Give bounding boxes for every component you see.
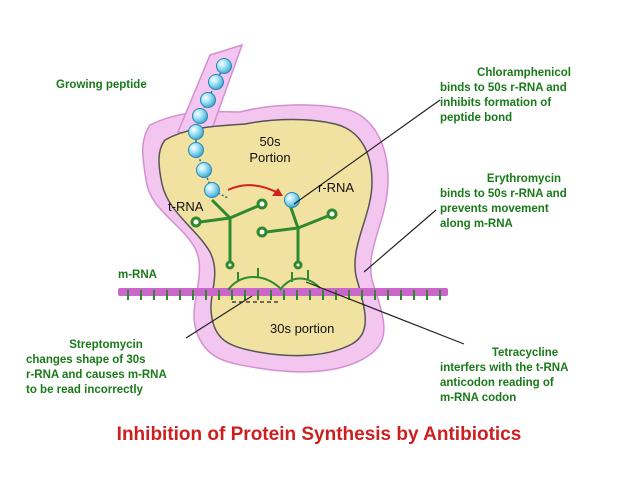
note-line: along m-RNA (440, 218, 513, 230)
note-line: Streptomycin (69, 339, 143, 351)
peptide-chain (188, 58, 300, 208)
ribosome-inner-shape (158, 118, 373, 357)
amino-acid-bead (188, 124, 204, 140)
note-line: anticodon reading of (440, 377, 554, 389)
note-line: Tetracycline (491, 347, 559, 359)
pointer-streptomycin (185, 295, 253, 339)
label-50s-portion: 50s Portion (240, 134, 300, 166)
trna-right (256, 204, 338, 270)
label-trna: t-RNA (168, 199, 204, 214)
label-30s-portion: 30s portion (270, 321, 335, 336)
note-line: inhibits formation of (440, 97, 552, 109)
note-line: prevents movement (440, 203, 549, 215)
label-mrna: m-RNA (118, 269, 157, 281)
amino-acid-bead (204, 182, 220, 198)
amino-acid-bead (208, 74, 224, 90)
label-50s-line1: 50s (259, 134, 281, 149)
note-tetracycline: Tetracycline interfers with the t-RNA an… (440, 346, 610, 406)
label-50s-line2: Portion (249, 150, 291, 165)
amino-acid-bead (200, 92, 216, 108)
amino-acid-bead (216, 58, 232, 74)
note-line: to be read incorrectly (26, 384, 143, 396)
note-line: Erythromycin (486, 173, 562, 185)
amino-acid-bead (192, 108, 208, 124)
note-line: binds to 50s r-RNA and (440, 82, 567, 94)
note-line: r-RNA and causes m-RNA (26, 369, 167, 381)
label-rrna: r-RNA (318, 180, 355, 195)
label-growing-peptide: Growing peptide (56, 79, 147, 91)
pointer-tetracycline (305, 281, 465, 345)
mrna-codon-arcs (227, 275, 321, 291)
note-line: peptide bond (440, 112, 513, 124)
note-line: binds to 50s r-RNA and (440, 188, 567, 200)
note-line: m-RNA codon (440, 392, 517, 404)
note-line: interfers with the t-RNA (440, 362, 569, 374)
diagram-title: Inhibition of Protein Synthesis by Antib… (116, 424, 522, 445)
amino-acid-bead (196, 162, 212, 178)
pointer-erythromycin (363, 209, 437, 273)
incoming-amino-acid-bead (284, 192, 300, 208)
amino-acid-bead (188, 142, 204, 158)
note-line: changes shape of 30s (26, 354, 146, 366)
note-line: Chloramphenicol (477, 67, 571, 79)
note-chloramphenicol: Chloramphenicol binds to 50s r-RNA and i… (440, 66, 608, 126)
trna-left (190, 198, 268, 270)
note-streptomycin: Streptomycin changes shape of 30s r-RNA … (26, 338, 186, 398)
pointer-chloramphenicol (293, 99, 441, 205)
transfer-arrowhead (272, 188, 283, 196)
note-erythromycin: Erythromycin binds to 50s r-RNA and prev… (440, 172, 608, 232)
